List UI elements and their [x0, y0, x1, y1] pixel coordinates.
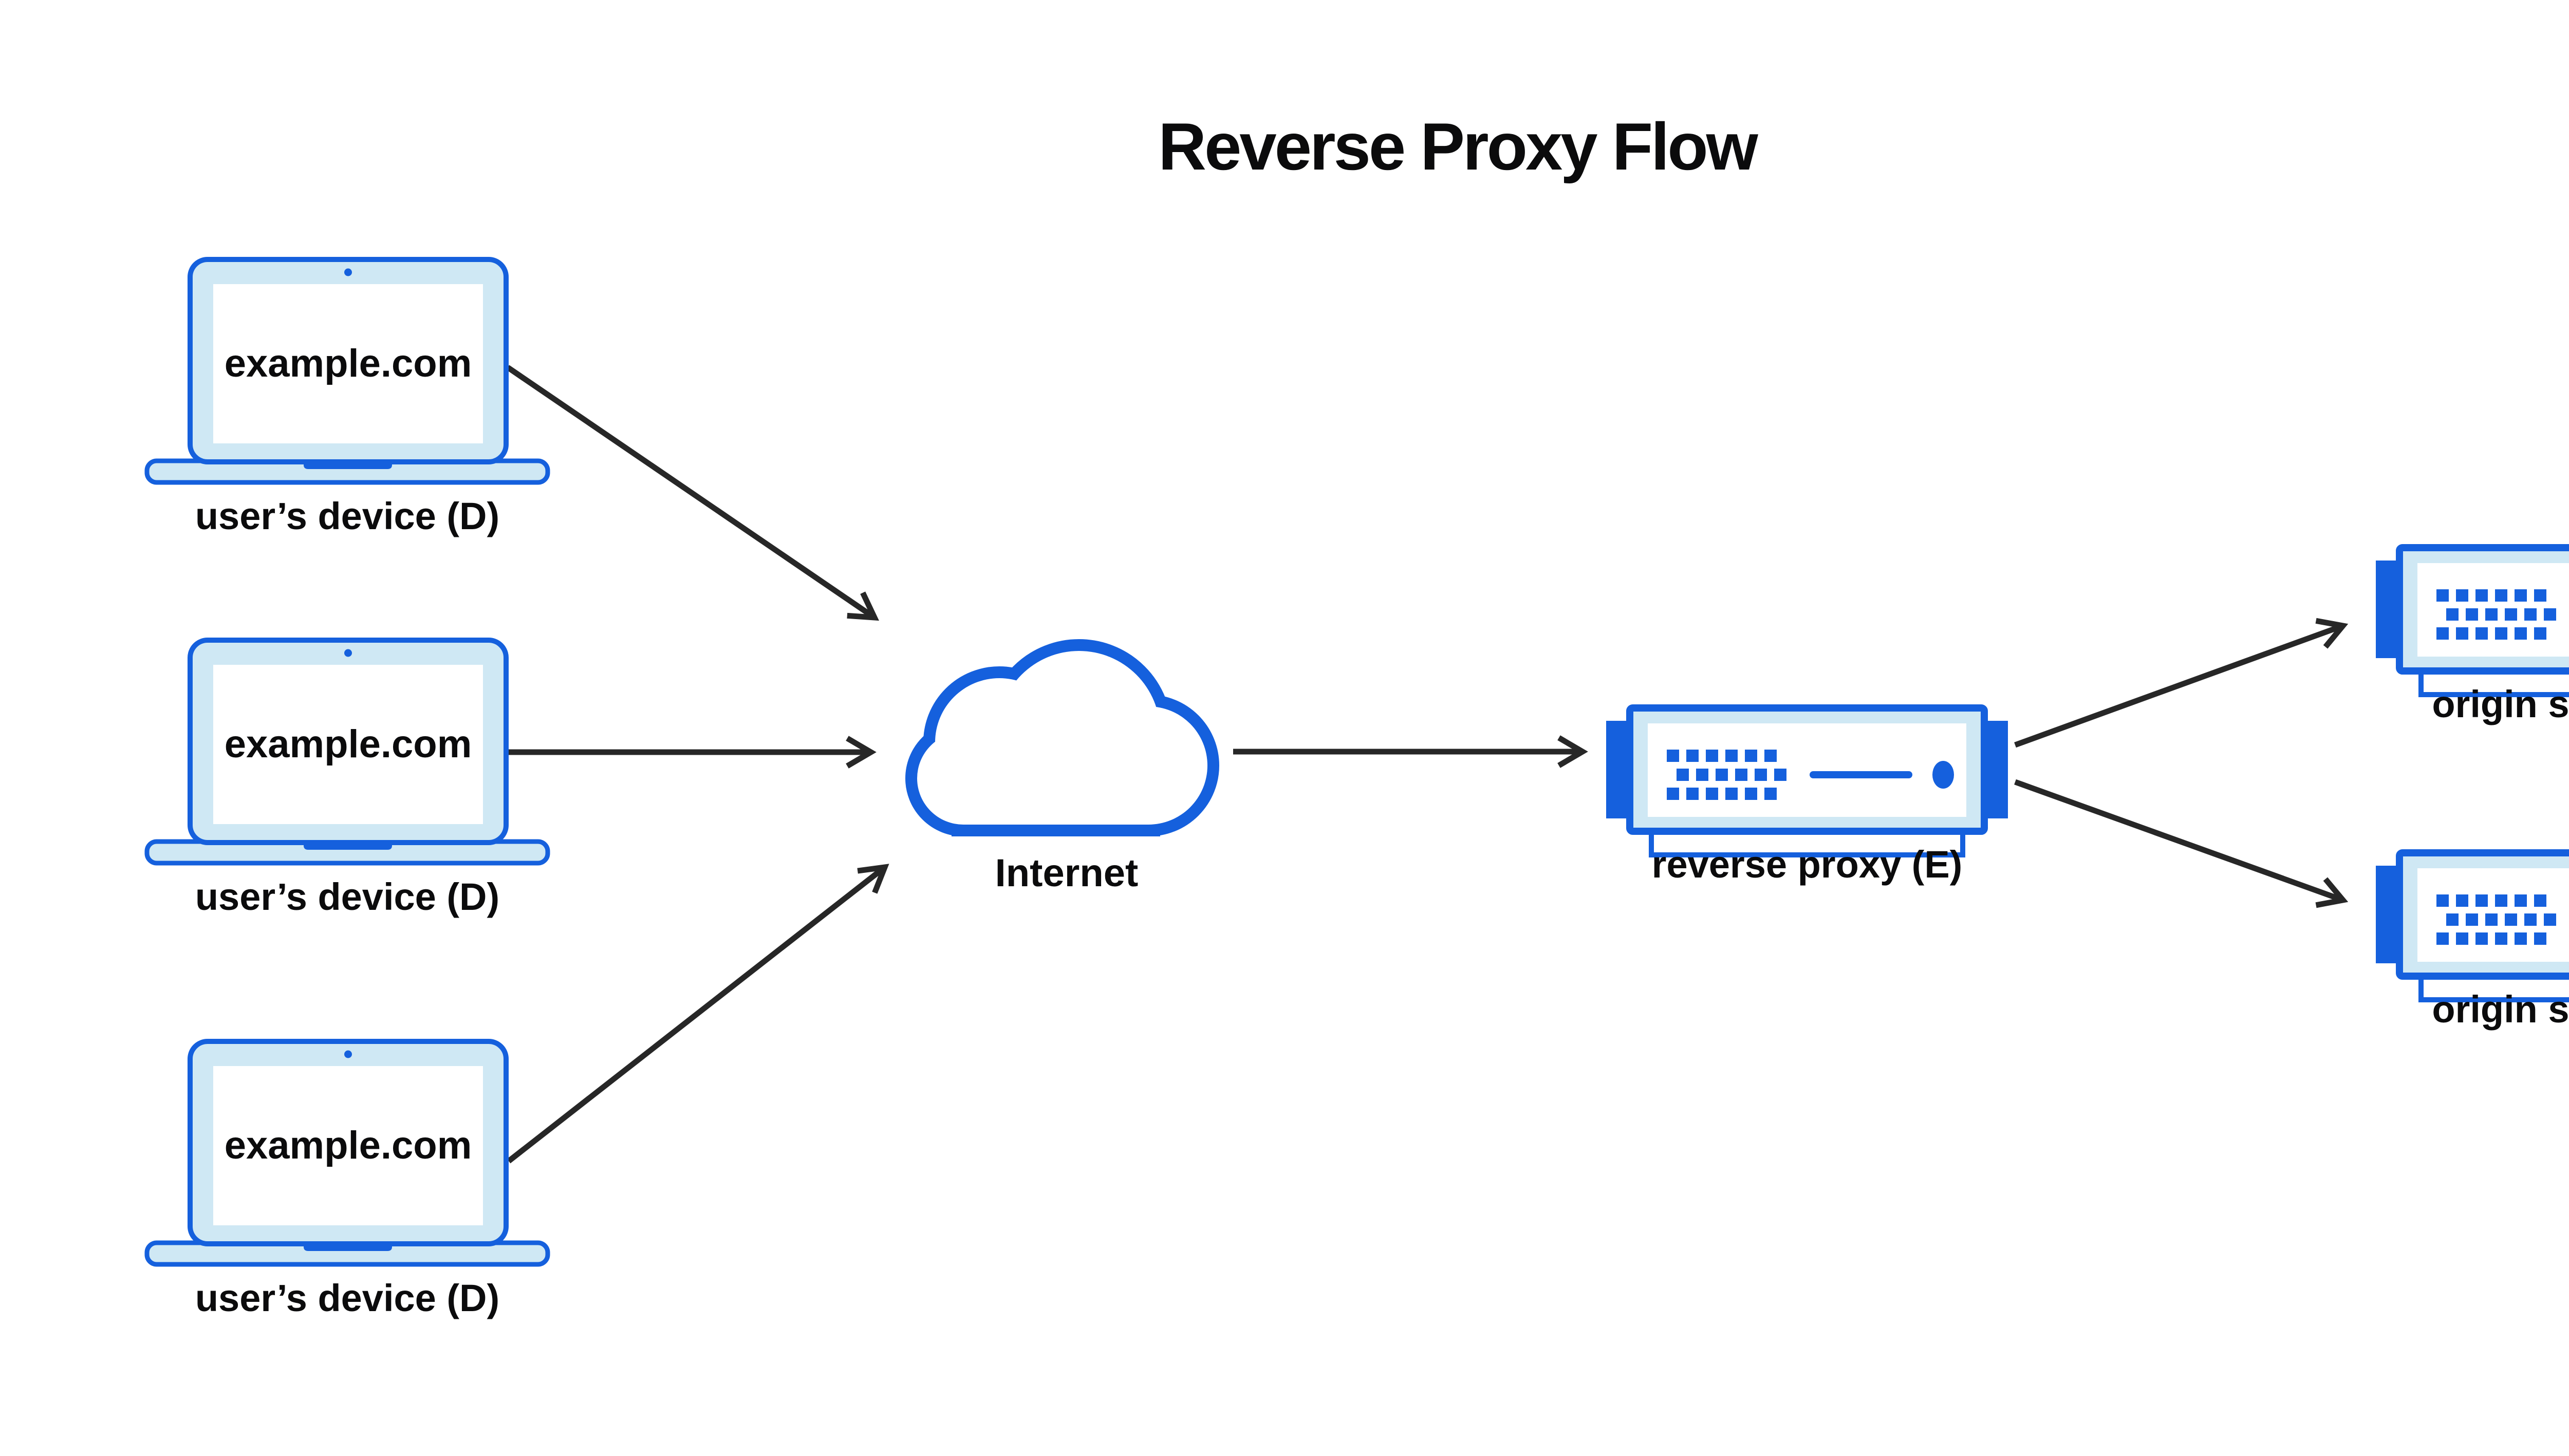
device-screen-text: example.com — [225, 1124, 472, 1167]
server-icon — [2376, 548, 2569, 695]
cloud-icon — [905, 639, 1219, 836]
node-reverse-proxy: reverse proxy (E) — [1606, 708, 2008, 886]
flow-arrows — [506, 365, 2349, 1164]
origin-server-label: origin server (F) — [2432, 683, 2569, 725]
device-label: user’s device (D) — [195, 495, 499, 537]
device-label: user’s device (D) — [195, 1277, 499, 1319]
internet-label: Internet — [995, 851, 1139, 895]
arrow-proxy-to-origin1 — [2014, 618, 2349, 748]
server-icon — [1606, 708, 2008, 855]
arrow-proxy-to-origin2 — [2014, 779, 2349, 908]
diagram-title: Reverse Proxy Flow — [1158, 109, 1758, 184]
arrow-device3-to-internet — [507, 864, 889, 1164]
device-screen-text: example.com — [225, 722, 472, 766]
node-user-device-1: example.com user’s device (D) — [147, 259, 548, 537]
node-user-device-3: example.com user’s device (D) — [147, 1041, 548, 1319]
arrow-device1-to-internet — [506, 365, 879, 621]
node-internet: Internet — [905, 639, 1219, 895]
device-label: user’s device (D) — [195, 875, 499, 918]
node-origin-server-1: origin server (F) — [2376, 548, 2569, 725]
origin-server-label: origin server (F) — [2432, 988, 2569, 1031]
reverse-proxy-label: reverse proxy (E) — [1652, 843, 1963, 886]
server-icon — [2376, 853, 2569, 1000]
node-user-device-2: example.com user’s device (D) — [147, 640, 548, 918]
device-screen-text: example.com — [225, 342, 472, 385]
node-origin-server-2: origin server (F) — [2376, 853, 2569, 1031]
